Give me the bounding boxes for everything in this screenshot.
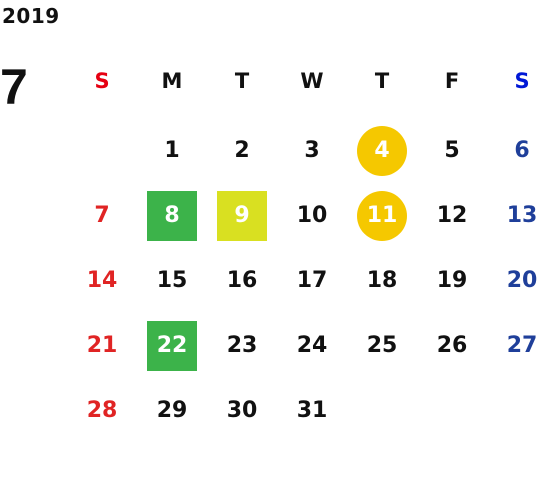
calendar-day[interactable]: 25 (366, 333, 398, 358)
calendar-cell: 15 (137, 248, 207, 313)
calendar-cell: 10 (277, 183, 347, 248)
calendar-day[interactable]: 1 (164, 138, 180, 163)
calendar-cell: 14 (67, 248, 137, 313)
year-label: 2019 (2, 4, 60, 28)
calendar-cell: 13 (487, 183, 548, 248)
calendar-day[interactable]: 20 (506, 268, 538, 293)
calendar-day[interactable]: 10 (296, 203, 328, 228)
calendar-day[interactable]: 28 (86, 398, 118, 423)
calendar-day[interactable]: 13 (506, 203, 538, 228)
calendar-day[interactable]: 2 (234, 138, 250, 163)
calendar-day[interactable]: 7 (94, 203, 110, 228)
calendar-day[interactable]: 15 (156, 268, 188, 293)
weekday-monday: M (161, 69, 183, 93)
calendar-day[interactable]: 17 (296, 268, 328, 293)
calendar-cell: 11 (347, 183, 417, 248)
calendar-cell (487, 378, 548, 443)
calendar-day[interactable]: 18 (366, 268, 398, 293)
calendar-cell: 5 (417, 118, 487, 183)
calendar-cell: 24 (277, 313, 347, 378)
calendar-cell: 7 (67, 183, 137, 248)
month-number: 7 (0, 59, 28, 115)
weekday-tuesday: T (234, 69, 250, 93)
calendar-cell: 31 (277, 378, 347, 443)
calendar-cell: 27 (487, 313, 548, 378)
calendar-cell: 19 (417, 248, 487, 313)
calendar-cell: 12 (417, 183, 487, 248)
calendar-cell: 16 (207, 248, 277, 313)
calendar-cell: 21 (67, 313, 137, 378)
calendar-day[interactable]: 23 (226, 333, 258, 358)
calendar-cell: 18 (347, 248, 417, 313)
calendar-cell: 30 (207, 378, 277, 443)
weekday-sunday: S (94, 69, 110, 93)
calendar-day-marked[interactable]: 22 (147, 320, 197, 371)
weekday-saturday: S (514, 69, 530, 93)
weekday-wednesday: W (300, 69, 324, 93)
calendar-cell: 9 (207, 183, 277, 248)
calendar-cell (67, 118, 137, 183)
calendar-cell: 17 (277, 248, 347, 313)
calendar-day-marked[interactable]: 9 (217, 190, 267, 241)
calendar-cell: 23 (207, 313, 277, 378)
calendar-cell: 28 (67, 378, 137, 443)
calendar-cell: 26 (417, 313, 487, 378)
calendar-day[interactable]: 14 (86, 268, 118, 293)
calendar-cell: 20 (487, 248, 548, 313)
calendar-day[interactable]: 6 (514, 138, 530, 163)
calendar-day[interactable]: 16 (226, 268, 258, 293)
calendar-cell: 29 (137, 378, 207, 443)
weekday-friday: F (444, 69, 460, 93)
calendar-cell (347, 378, 417, 443)
calendar-day[interactable]: 12 (436, 203, 468, 228)
calendar-day[interactable]: 19 (436, 268, 468, 293)
calendar-day[interactable]: 26 (436, 333, 468, 358)
calendar-day[interactable]: 21 (86, 333, 118, 358)
calendar-cell: 1 (137, 118, 207, 183)
calendar-cell: 2 (207, 118, 277, 183)
calendar-day[interactable]: 29 (156, 398, 188, 423)
calendar-day[interactable]: 27 (506, 333, 538, 358)
calendar-cell: 8 (137, 183, 207, 248)
calendar-day[interactable]: 30 (226, 398, 258, 423)
calendar-day[interactable]: 24 (296, 333, 328, 358)
weekday-header-row: S M T W T F S (67, 64, 548, 98)
calendar-cell: 6 (487, 118, 548, 183)
calendar-cell: 3 (277, 118, 347, 183)
calendar-day[interactable]: 5 (444, 138, 460, 163)
calendar-cell: 25 (347, 313, 417, 378)
calendar-cell: 22 (137, 313, 207, 378)
calendar-day-marked[interactable]: 8 (147, 190, 197, 241)
calendar-day-marked[interactable]: 4 (357, 125, 407, 176)
weekday-thursday: T (374, 69, 390, 93)
calendar-cell (417, 378, 487, 443)
calendar-cell: 4 (347, 118, 417, 183)
calendar-day[interactable]: 31 (296, 398, 328, 423)
calendar-day[interactable]: 3 (304, 138, 320, 163)
calendar-day-marked[interactable]: 11 (357, 190, 407, 241)
